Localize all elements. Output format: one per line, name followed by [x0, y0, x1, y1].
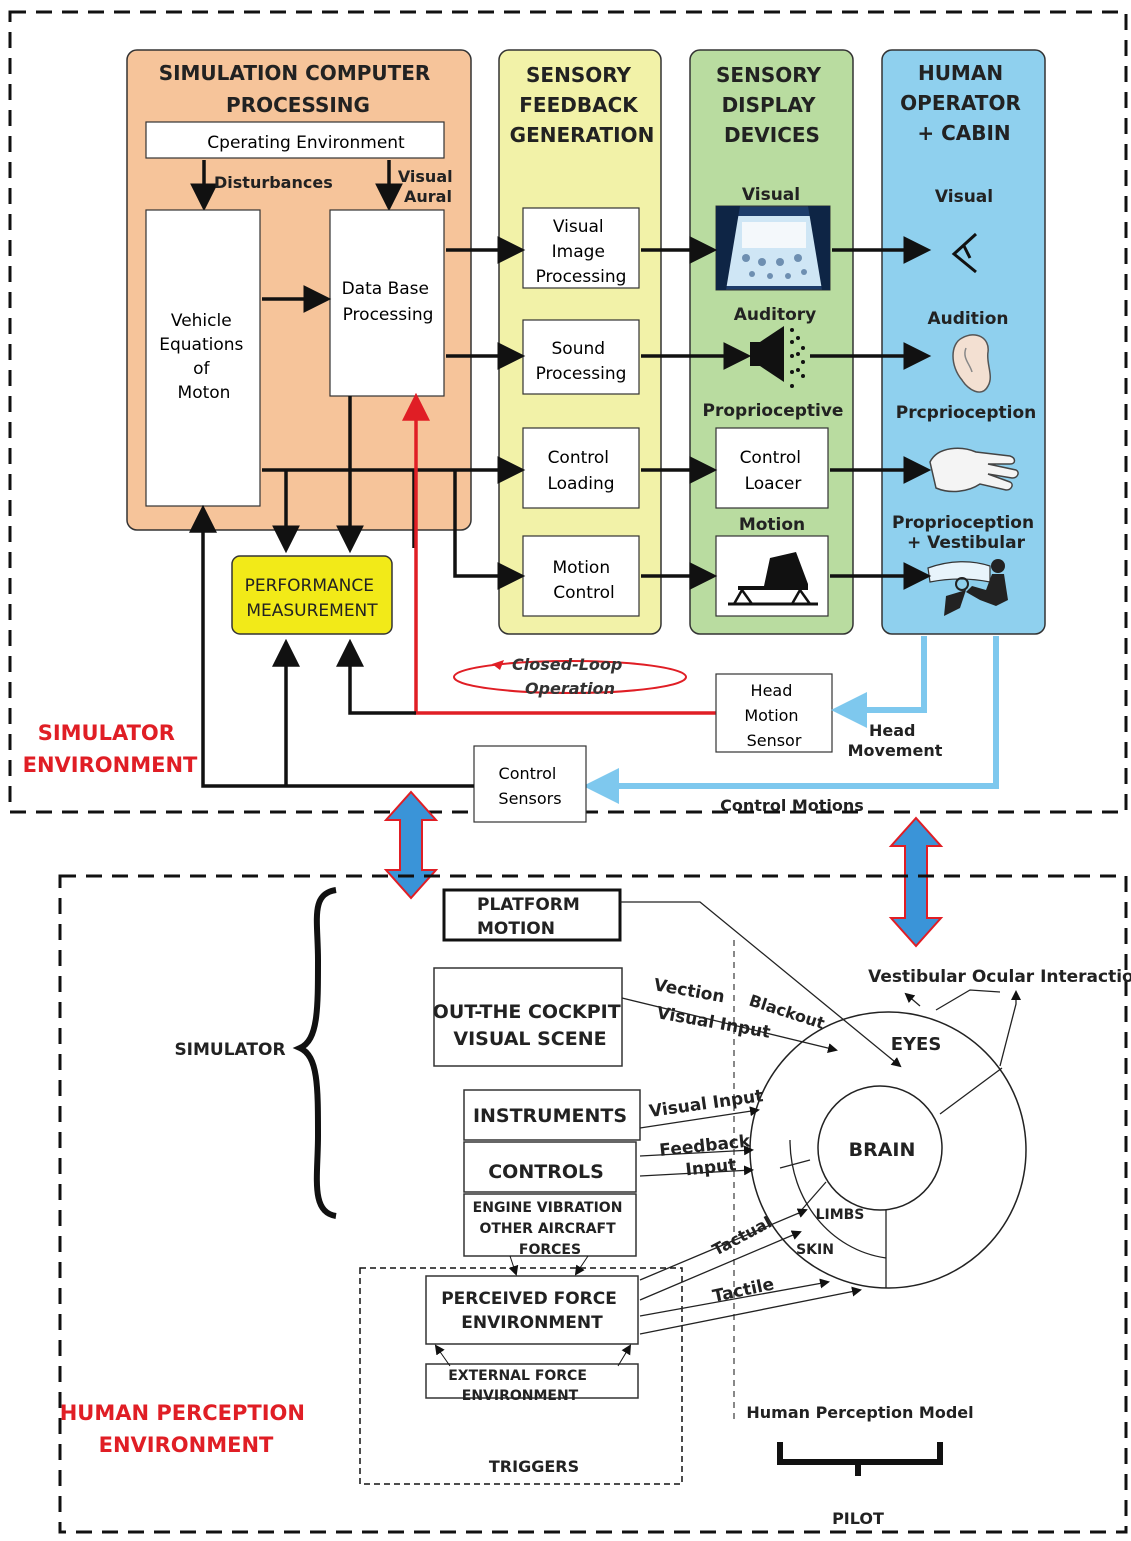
simulator-label: SIMULATOR	[174, 1040, 285, 1060]
cockpit-display-image	[715, 205, 831, 291]
speaker-icon	[750, 326, 805, 388]
instruments-label: INSTRUMENTS	[473, 1105, 627, 1127]
vehicle-equations-label: Vehicle Equations of Moton	[159, 311, 249, 403]
closed-loop-label: Closed-Loop Operation	[512, 655, 628, 698]
triggers-box	[359, 1267, 683, 1485]
engine-vibration-label: ENGINE VIBRATION OTHER AIRCRAFT FORCES	[473, 1200, 628, 1258]
engine-vibration-box	[463, 1193, 637, 1257]
double-arrow-right	[888, 816, 944, 948]
control-loader-label: Control Loacer	[740, 448, 807, 494]
sim-computer-title: SIMULATION COMPUTER PROCESSING	[159, 61, 438, 117]
ear-icon	[952, 334, 991, 393]
control-motions-label: Control Motions	[720, 796, 864, 815]
operating-environment-label: Cperating Environment	[207, 133, 405, 153]
perceived-force-box	[425, 1275, 639, 1345]
visual-aural-label: Visual Aural	[398, 167, 458, 206]
operating-environment-box	[145, 121, 445, 159]
external-force-box	[425, 1363, 639, 1399]
display-motion-label: Motion	[739, 515, 805, 535]
human-title: HUMAN OPERATOR + CABIN	[900, 61, 1028, 145]
pilot-brace	[777, 1442, 943, 1476]
data-base-processing-box	[329, 209, 445, 397]
platform-motion-label: PLATFORM MOTION	[477, 895, 586, 939]
display-auditory-label: Auditory	[734, 305, 817, 325]
vestibular-ocular-label: Vestibular Ocular Interaction	[868, 967, 1131, 987]
human-perception-model-label: Human Perception Model	[746, 1403, 973, 1422]
feedback-title: SENSORY FEEDBACK GENERATION	[510, 63, 655, 147]
motion-platform-icon	[728, 552, 818, 606]
human-perception-environment-label: HUMAN PERCEPTION ENVIRONMENT	[60, 1401, 313, 1457]
control-loader-box	[715, 427, 829, 509]
double-arrow-left	[383, 790, 439, 900]
control-loading-label: Control Loading	[547, 448, 614, 494]
tactile-label: Tactile	[711, 1274, 776, 1307]
human-visual-label: Visual	[935, 187, 993, 207]
controls-label: CONTROLS	[488, 1161, 604, 1183]
head-motion-sensor-label: Head Motion Sensor	[744, 681, 803, 750]
control-sensors-label: Control Sensors	[498, 764, 561, 808]
motion-control-label: Motion Control	[552, 558, 615, 603]
human-perception-boundary	[58, 874, 1128, 1534]
skin-label: SKIN	[796, 1242, 834, 1258]
brain-label: BRAIN	[849, 1139, 916, 1161]
feedback-input-label: Feedback Input	[658, 1131, 759, 1183]
closed-loop-ellipse	[453, 660, 687, 694]
simulator-environment-label: SIMULATOR ENVIRONMENT	[23, 721, 198, 777]
human-prop-vestibular-label: Proprioception + Vestibular	[892, 513, 1040, 553]
sound-processing-label: Sound Processing	[536, 339, 627, 384]
tactual-label: Tactual	[709, 1212, 775, 1259]
brain-circle	[817, 1085, 943, 1211]
vection-label: Vection	[652, 975, 726, 1007]
pilot-seated-icon	[927, 559, 1008, 616]
eyes-label: EYES	[891, 1034, 942, 1055]
pilot-label: PILOT	[832, 1509, 884, 1528]
human-audition-label: Audition	[928, 309, 1009, 329]
triggers-label: TRIGGERS	[489, 1457, 579, 1476]
instruments-box	[463, 1089, 641, 1141]
perceived-force-label: PERCEIVED FORCE ENVIRONMENT	[441, 1289, 623, 1333]
visual-image-processing-box	[522, 207, 640, 289]
visual-image-processing-label: Visual Image Processing	[536, 217, 627, 287]
display-proprioceptive-label: Proprioceptive	[703, 401, 844, 421]
vehicle-equations-box	[145, 209, 261, 507]
display-visual-label: Visual	[742, 185, 800, 205]
display-title: SENSORY DISPLAY DEVICES	[716, 63, 828, 147]
human-proprioception-label: Prcprioception	[896, 403, 1037, 423]
cockpit-visual-label: OUT-THE COCKPIT VISUAL SCENE	[433, 1001, 628, 1050]
simulator-brace	[292, 887, 337, 1219]
control-sensors-box	[473, 745, 587, 823]
head-movement-label: Head Movement	[848, 721, 943, 760]
controls-box	[463, 1141, 637, 1193]
control-loading-box	[522, 427, 640, 509]
external-force-label: EXTERNAL FORCE ENVIRONMENT	[448, 1368, 592, 1404]
eye-icon	[951, 232, 978, 274]
disturbances-label: Disturbances	[214, 173, 333, 192]
sound-processing-box	[522, 319, 640, 395]
cockpit-visual-box	[433, 967, 623, 1067]
hand-icon	[929, 447, 1019, 493]
platform-motion-box	[442, 888, 622, 942]
visual-input-label-2: Visual Input	[648, 1086, 765, 1122]
performance-measurement-label: PERFORMANCE MEASUREMENT	[245, 576, 380, 621]
performance-measurement-box	[231, 555, 393, 635]
data-base-processing-label: Data Base Processing	[342, 279, 435, 325]
limbs-label: LIMBS	[816, 1207, 865, 1223]
